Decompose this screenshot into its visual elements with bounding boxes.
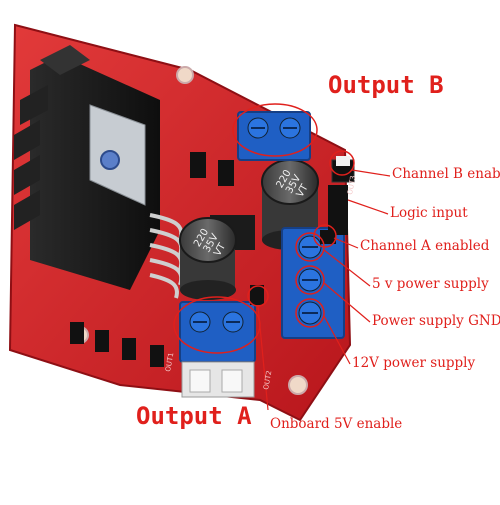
mounting-hole <box>176 66 194 84</box>
label-output-b: Output B <box>328 71 444 99</box>
label-onboard-5v-enable: Onboard 5V enable <box>270 416 403 432</box>
label-channel-a-enabled: Channel A enabled <box>360 238 490 254</box>
capacitor-bottom <box>179 217 237 300</box>
label-5v-power-supply: 5 v power supply <box>372 276 489 292</box>
label-12v-power-supply: 12V power supply <box>352 355 476 371</box>
silkscreen-out3: OUT3 <box>346 175 357 195</box>
heatsink <box>14 45 160 290</box>
leader-lines <box>257 169 391 411</box>
header-pins <box>250 156 355 305</box>
mounting-hole <box>288 375 308 395</box>
terminal-output-b <box>237 111 311 161</box>
silkscreen-out2: OUT2 <box>262 370 273 390</box>
terminal-output-a <box>179 301 256 398</box>
label-power-supply-gnd: Power supply GND <box>372 313 500 329</box>
terminal-power <box>281 227 345 339</box>
label-output-a: Output A <box>136 402 252 430</box>
label-logic-input: Logic input <box>390 205 468 221</box>
label-channel-b-enabled: Channel B enabled <box>392 166 500 182</box>
silkscreen-out1: OUT1 <box>164 352 175 372</box>
